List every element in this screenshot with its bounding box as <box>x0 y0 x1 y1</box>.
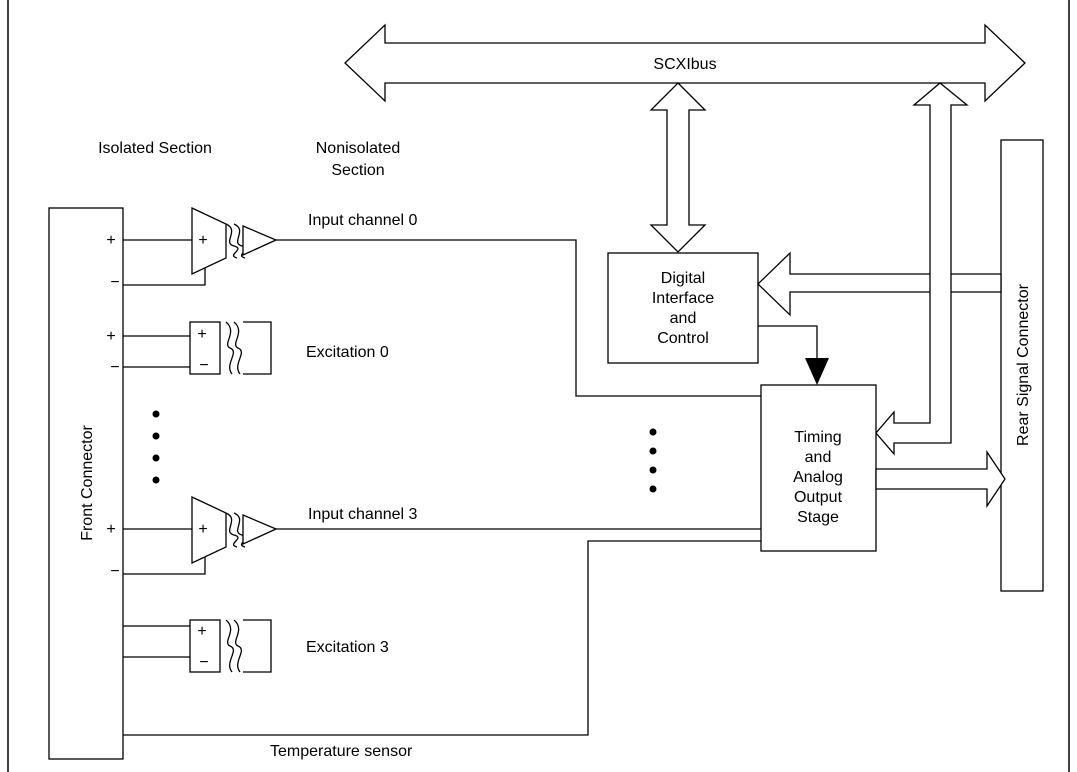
isolated-section-label: Isolated Section <box>98 140 212 157</box>
exc0-isolation-barrier-2 <box>233 321 243 375</box>
ch3-amp-plus: + <box>198 521 207 538</box>
exc0-source-minus: − <box>199 357 208 374</box>
ellipsis-dot-left-4 <box>152 476 160 484</box>
digital-block-line2: Interface <box>652 290 714 307</box>
ellipsis-dot-mid-4 <box>649 485 657 493</box>
digital-block-line1: Digital <box>661 270 705 287</box>
ellipsis-dot-mid-1 <box>649 428 657 436</box>
ellipsis-dot-left-2 <box>152 432 160 440</box>
ch0-buffer-amplifier <box>242 225 278 257</box>
exc0-source-left <box>189 321 221 375</box>
digital-block-line3: and <box>670 310 697 327</box>
ch3-plus-terminal: + <box>106 521 115 538</box>
scxibus-arrow <box>344 23 1026 103</box>
exc3-source-minus: − <box>199 654 208 671</box>
digital-block-line4: Control <box>657 330 709 347</box>
ch0-amp-plus: + <box>198 232 207 249</box>
rear-to-digital-arrow <box>757 251 1002 317</box>
ellipsis-dot-mid-2 <box>649 447 657 455</box>
ch0-isolation-barrier <box>225 223 239 259</box>
front-connector-label: Front Connector <box>79 425 96 541</box>
digital-to-timing-line <box>758 325 818 360</box>
ch3-label: Input channel 3 <box>308 506 418 523</box>
exc0-source-plus: + <box>197 326 206 343</box>
ch3-isolation-barrier-2 <box>233 512 247 548</box>
temperature-sensor-wire <box>123 540 761 736</box>
timing-analog-block <box>760 384 877 552</box>
ch0-minus-terminal: − <box>110 274 119 291</box>
ch3-buffer-amplifier <box>242 514 278 546</box>
timing-block-line5: Stage <box>797 509 839 526</box>
exc3-source-plus: + <box>197 623 206 640</box>
ellipsis-dot-left-3 <box>152 454 160 462</box>
digital-interface-block <box>607 252 759 364</box>
exc0-label: Excitation 0 <box>306 344 389 361</box>
digital-to-timing-arrowhead <box>805 358 829 385</box>
rear-signal-connector <box>1000 139 1044 592</box>
ch0-minus-wire <box>123 268 206 286</box>
front-connector <box>48 207 124 760</box>
bus-digital-arrow <box>649 82 707 253</box>
timing-block-line2: and <box>805 449 832 466</box>
timing-to-rear-arrow <box>875 449 1006 509</box>
exc3-isolation-barrier-2 <box>233 619 243 673</box>
timing-block-line3: Analog <box>793 469 843 486</box>
ch3-minus-wire <box>123 557 206 575</box>
ellipsis-dot-left-1 <box>152 410 160 418</box>
ellipsis-dot-mid-3 <box>649 466 657 474</box>
rear-connector-label: Rear Signal Connector <box>1015 283 1032 446</box>
scxibus-label: SCXIbus <box>653 56 716 73</box>
ch3-isolation-barrier <box>225 512 239 548</box>
ch0-label: Input channel 0 <box>308 212 418 229</box>
exc0-plus-terminal: + <box>106 328 115 345</box>
exc3-isolation-barrier <box>225 619 235 673</box>
nonisolated-section-label-line1: Nonisolated <box>316 140 401 157</box>
exc0-isolation-barrier <box>225 321 235 375</box>
exc3-label: Excitation 3 <box>306 639 389 656</box>
bus-timing-arrow <box>875 82 969 456</box>
ch3-minus-terminal: − <box>110 563 119 580</box>
ch0-isolation-barrier-2 <box>233 223 247 259</box>
ch0-signal-wire <box>276 239 761 397</box>
timing-block-line4: Output <box>794 489 843 506</box>
ch0-isolation-amplifier <box>191 206 227 276</box>
exc0-minus-terminal: − <box>110 359 119 376</box>
temperature-sensor-label: Temperature sensor <box>270 743 413 760</box>
timing-block-line1: Timing <box>794 429 841 446</box>
nonisolated-section-label-line2: Section <box>331 162 384 179</box>
exc0-source-right <box>243 321 272 375</box>
ch3-isolation-amplifier <box>191 495 227 565</box>
ch0-plus-terminal: + <box>106 232 115 249</box>
exc3-source-right <box>243 619 272 673</box>
exc3-source-left <box>189 619 221 673</box>
